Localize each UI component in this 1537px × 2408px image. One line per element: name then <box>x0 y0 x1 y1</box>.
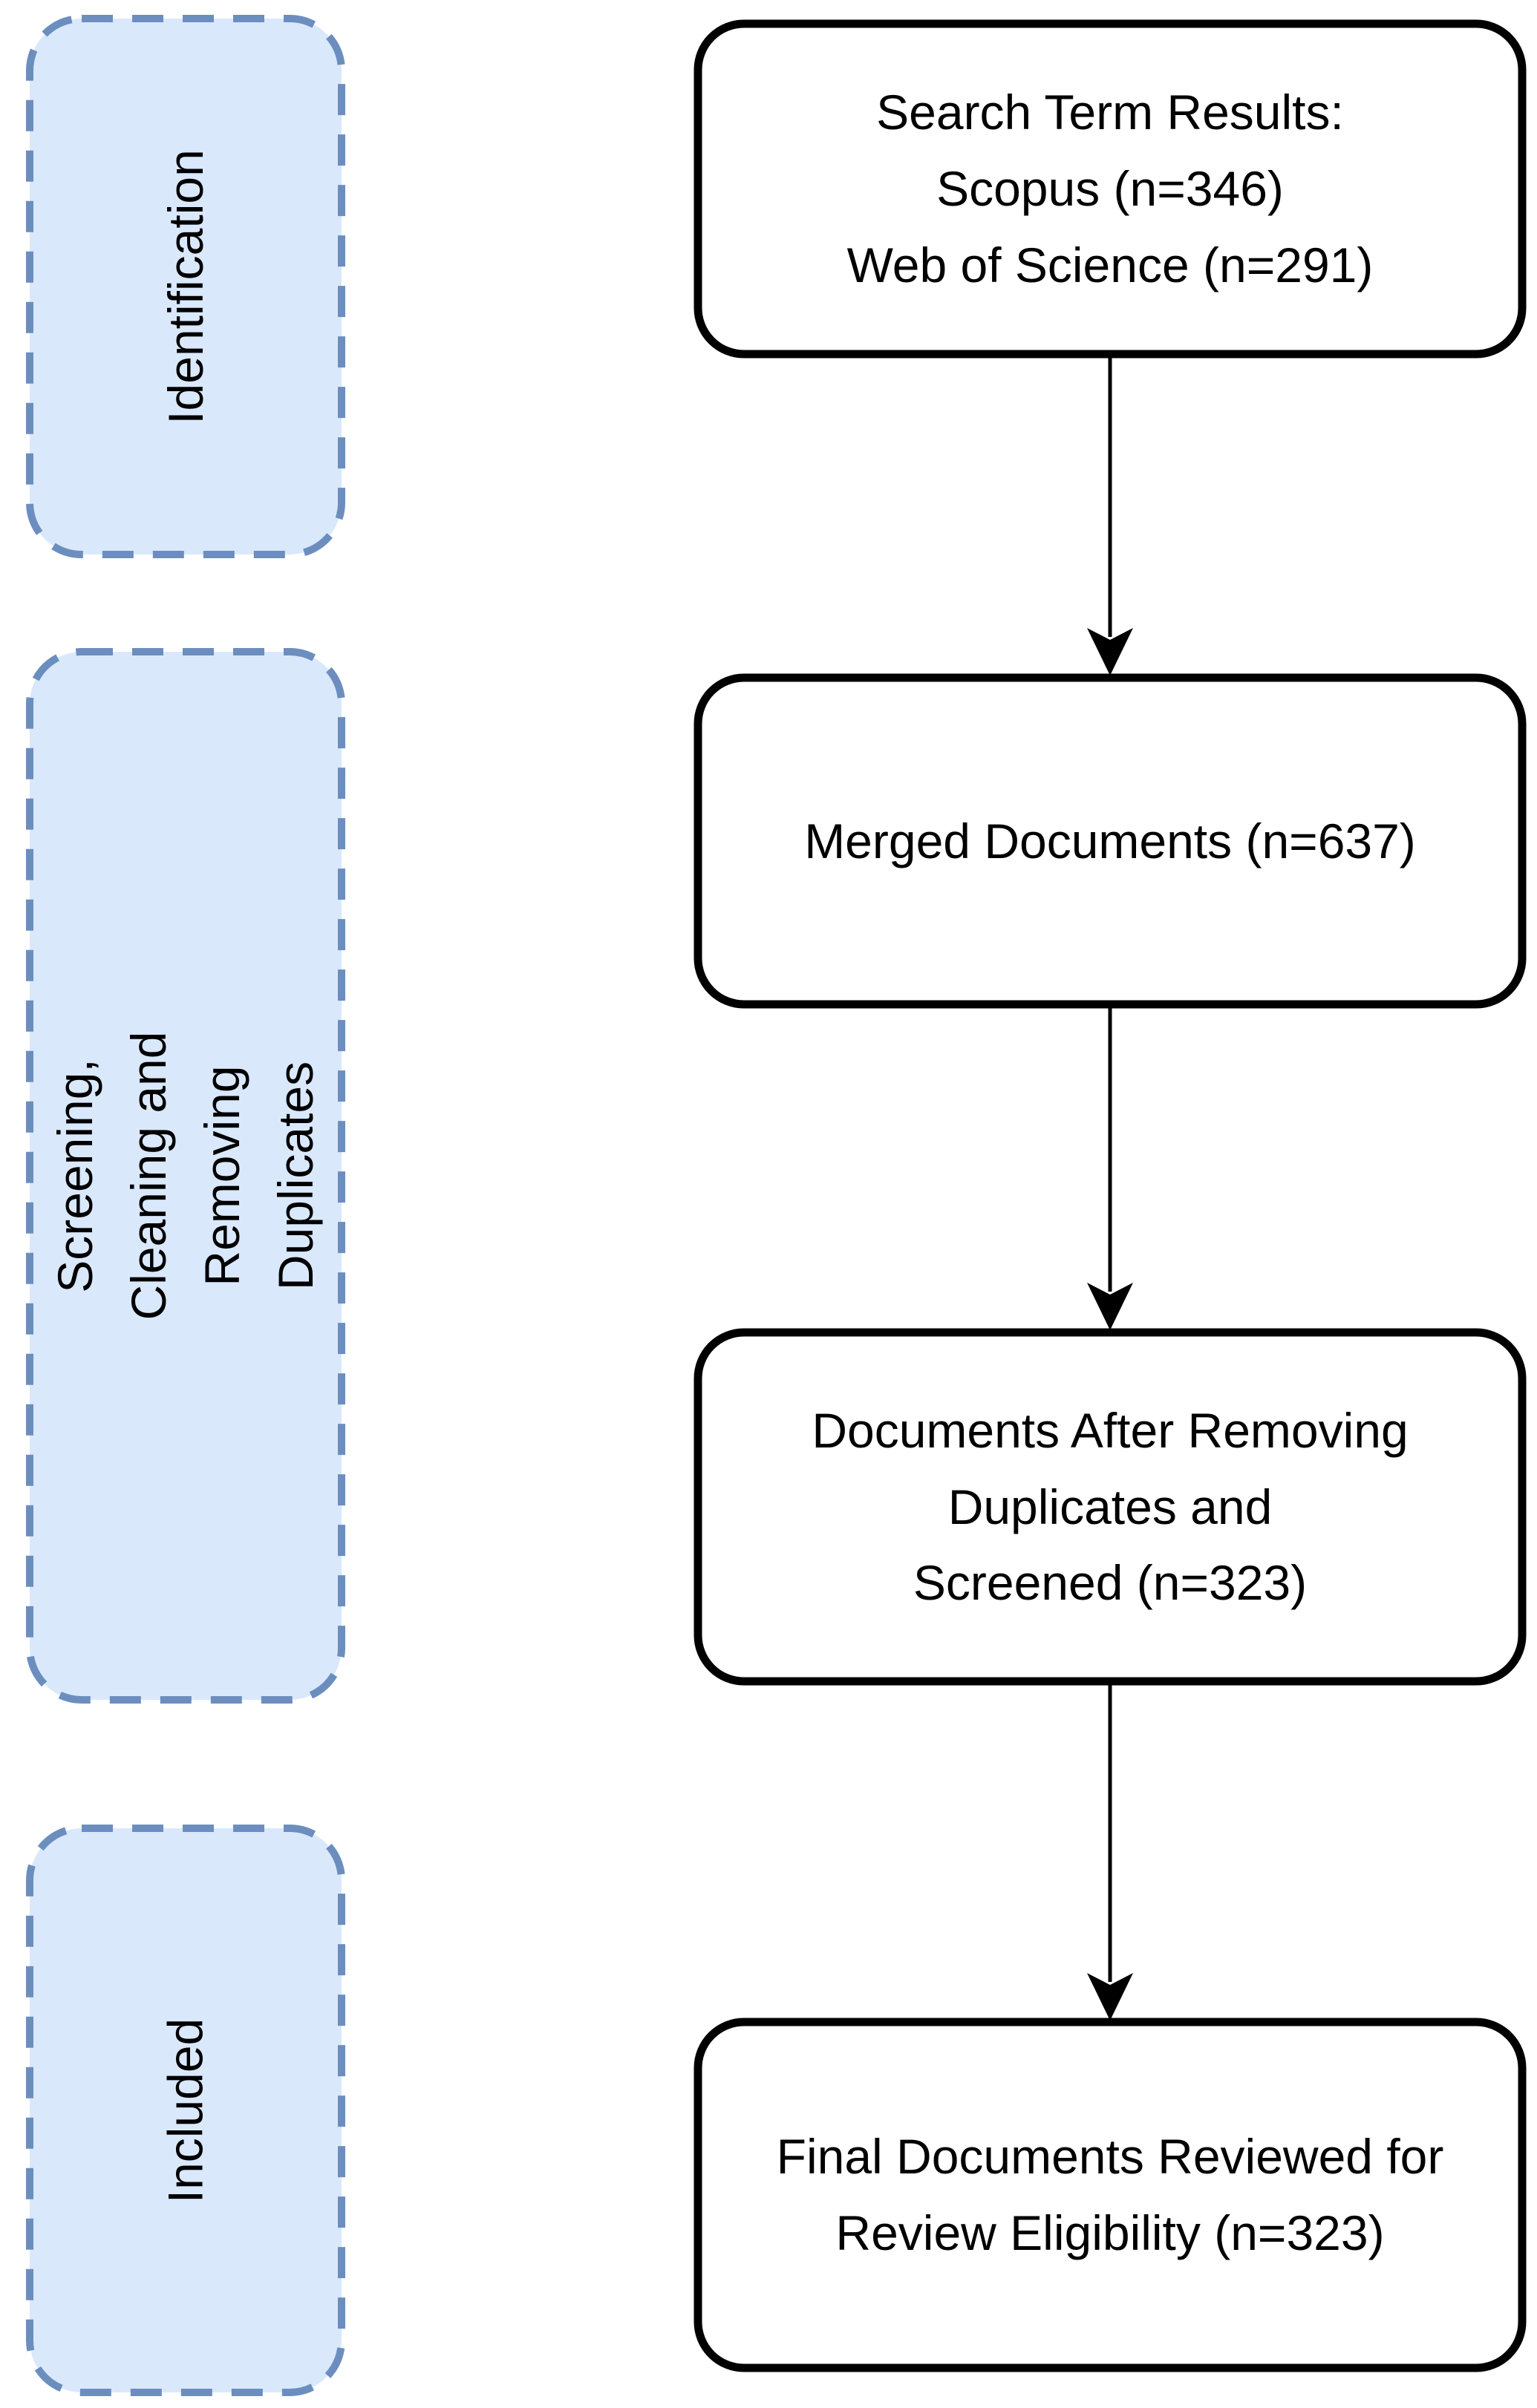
stage-region-identification <box>26 15 345 558</box>
node-label-search-term-results: Search Term Results: Scopus (n=346) Web … <box>846 85 1374 292</box>
stage-region-included <box>26 1825 345 2396</box>
flow-arrow-1 <box>1087 354 1133 675</box>
flow-arrow-2 <box>1087 1004 1133 1330</box>
node-label-final-documents: Final Documents Reviewed for Review Elig… <box>776 2129 1444 2260</box>
node-box-final-documents <box>694 2018 1527 2372</box>
node-label-merged-documents: Merged Documents (n=637) <box>804 813 1416 868</box>
stage-region-screening <box>26 648 345 1704</box>
flow-arrow-3 <box>1087 1681 1133 2021</box>
node-label-documents-after-removing: Documents After Removing Duplicates and … <box>812 1402 1409 1611</box>
